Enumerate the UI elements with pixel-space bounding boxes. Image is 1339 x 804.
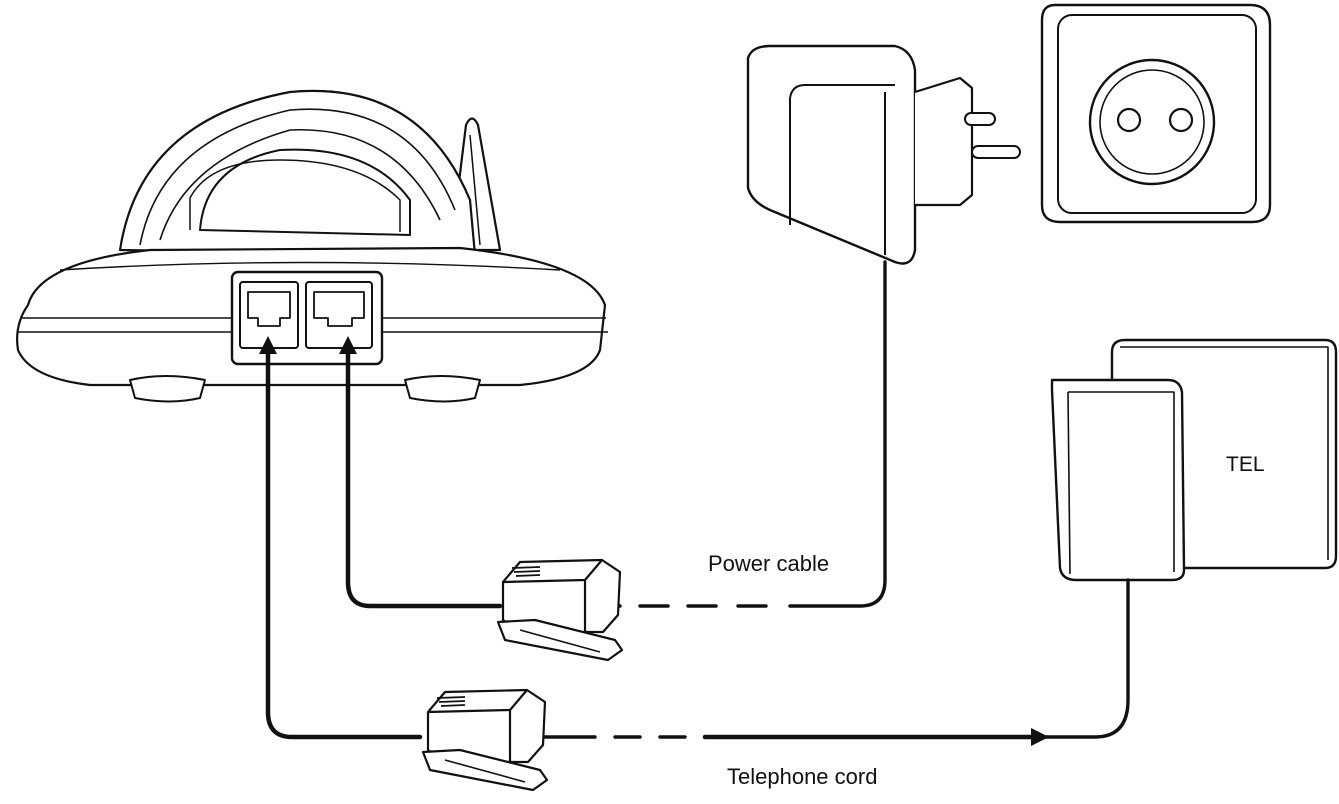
tel-socket-label: TEL	[1226, 453, 1265, 476]
power-cable-line	[788, 260, 887, 608]
plug-pin-bottom	[971, 145, 1021, 159]
outlet-hole-right	[1168, 107, 1194, 133]
right-foot	[404, 375, 481, 403]
phone-plug-block	[1050, 378, 1186, 582]
power-adapter	[746, 44, 1021, 265]
power-cable-label: Power cable	[708, 551, 830, 576]
telephone-cord-label: Telephone cord	[727, 764, 878, 789]
base-station	[16, 89, 608, 403]
tel-wall-socket	[1050, 338, 1338, 582]
power-plug-connector	[496, 558, 624, 662]
telephone-plug-connector	[421, 688, 549, 792]
telephone-cord-to-base	[259, 336, 423, 740]
cables	[259, 260, 1130, 746]
wall-outlet	[1040, 3, 1272, 224]
power-cord-to-base	[339, 336, 503, 609]
outlet-hole-left	[1116, 107, 1142, 133]
plug-pin-top	[964, 112, 996, 126]
left-foot	[129, 375, 206, 403]
